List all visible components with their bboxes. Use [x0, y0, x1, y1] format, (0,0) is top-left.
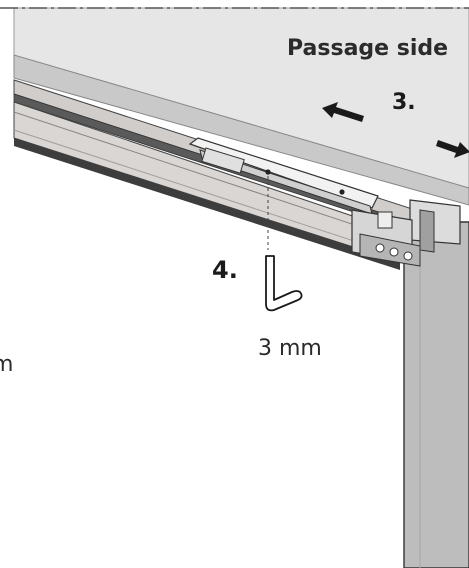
step-3-label: 3. — [392, 90, 416, 115]
hex-key-icon — [265, 255, 303, 312]
runner-block-left — [201, 147, 245, 174]
rail-line-2 — [13, 129, 401, 257]
stopper-clip — [377, 211, 393, 229]
end-cap — [409, 199, 461, 245]
stopper-screw-1 — [375, 243, 385, 253]
cut-off-label: m — [0, 352, 14, 377]
end-cap-side — [419, 209, 435, 253]
step-4-label: 4. — [212, 256, 238, 284]
screw-hole-2 — [339, 189, 345, 195]
screw-hole-1 — [265, 169, 271, 175]
ceiling-edge — [13, 54, 469, 206]
tool-size-label: 3 mm — [258, 336, 322, 361]
left-arrow-icon — [322, 102, 364, 122]
stopper-screw-2 — [389, 247, 399, 257]
right-wall — [403, 221, 469, 568]
ceiling-plane — [13, 7, 469, 189]
stopper-screw-3 — [403, 251, 413, 261]
right-arrow-icon — [436, 140, 469, 158]
rail-line-1 — [13, 111, 401, 241]
rail-bottom — [14, 138, 400, 270]
passage-side-label: Passage side — [287, 36, 449, 61]
